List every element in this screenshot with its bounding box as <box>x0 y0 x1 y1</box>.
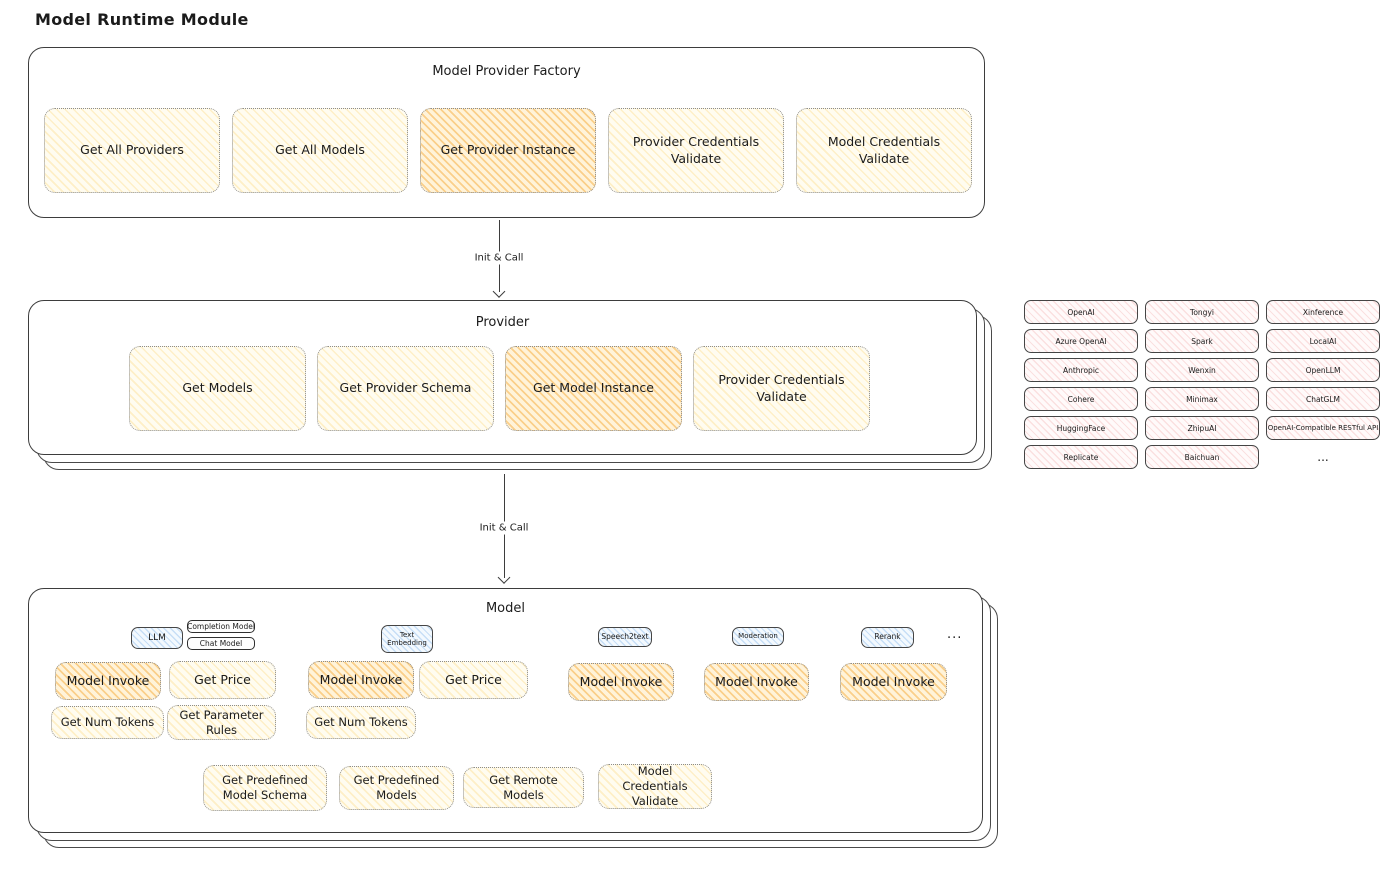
provider-list-more-ellipsis: ... <box>1317 450 1329 464</box>
node-get-price-llm: Get Price <box>169 661 276 699</box>
provider-item-zhipuai: ZhipuAI <box>1145 416 1259 440</box>
factory-to-provider-arrow: Init & Call <box>469 220 529 298</box>
model-provider-factory-box: Model Provider Factory Get All Providers… <box>28 47 985 218</box>
provider-to-model-arrow: Init & Call <box>474 474 534 584</box>
provider-item-openai-compatible: OpenAI-Compatible RESTful API <box>1266 416 1380 440</box>
node-get-all-providers: Get All Providers <box>44 108 220 193</box>
node-get-num-tokens-llm: Get Num Tokens <box>51 706 164 739</box>
provider-item-chatglm: ChatGLM <box>1266 387 1380 411</box>
node-get-parameter-rules: Get Parameter Rules <box>167 705 276 740</box>
provider-item-anthropic: Anthropic <box>1024 358 1138 382</box>
provider-item-replicate: Replicate <box>1024 445 1138 469</box>
provider-list: OpenAI Tongyi Xinference Azure OpenAI Sp… <box>1024 300 1380 469</box>
page-title: Model Runtime Module <box>35 10 249 29</box>
model-title: Model <box>485 601 526 616</box>
provider-item-minimax: Minimax <box>1145 387 1259 411</box>
arrow-down-icon <box>492 285 506 298</box>
node-model-invoke-rerank: Model Invoke <box>840 663 947 701</box>
arrow-down-icon <box>497 571 511 584</box>
provider-item-openllm: OpenLLM <box>1266 358 1380 382</box>
provider-item-wenxin: Wenxin <box>1145 358 1259 382</box>
node-get-all-models: Get All Models <box>232 108 408 193</box>
arrow-label: Init & Call <box>474 521 534 535</box>
tab-chat-model: Chat Model <box>187 637 255 650</box>
provider-item-openai: OpenAI <box>1024 300 1138 324</box>
tab-llm: LLM <box>131 627 183 649</box>
tab-rerank: Rerank <box>861 627 914 648</box>
provider-item-huggingface: HuggingFace <box>1024 416 1138 440</box>
node-get-num-tokens-embedding: Get Num Tokens <box>306 706 416 739</box>
tab-completion-model: Completion Model <box>187 620 255 633</box>
node-provider-credentials-validate-provider: Provider Credentials Validate <box>693 346 870 431</box>
node-model-invoke-speech2text: Model Invoke <box>568 663 674 701</box>
provider-title: Provider <box>475 315 530 330</box>
tab-speech2text: Speech2text <box>598 627 652 647</box>
provider-item-xinference: Xinference <box>1266 300 1380 324</box>
provider-item-localai: LocalAI <box>1266 329 1380 353</box>
factory-title: Model Provider Factory <box>432 64 581 79</box>
node-model-credentials-validate-factory: Model Credentials Validate <box>796 108 972 193</box>
node-model-invoke-llm: Model Invoke <box>55 662 161 700</box>
node-provider-credentials-validate-factory: Provider Credentials Validate <box>608 108 784 193</box>
node-get-models: Get Models <box>129 346 306 431</box>
node-model-invoke-embedding: Model Invoke <box>308 661 414 699</box>
provider-box: Provider Get Models Get Provider Schema … <box>28 300 977 455</box>
provider-item-baichuan: Baichuan <box>1145 445 1259 469</box>
tabs-more-ellipsis: ... <box>947 627 963 642</box>
node-get-predefined-models: Get Predefined Models <box>339 766 454 810</box>
node-get-remote-models: Get Remote Models <box>463 767 584 808</box>
node-get-provider-schema: Get Provider Schema <box>317 346 494 431</box>
model-box: Model LLM Completion Model Chat Model Te… <box>28 588 983 833</box>
arrow-label: Init & Call <box>469 251 529 265</box>
node-get-price-embedding: Get Price <box>419 661 528 699</box>
tab-moderation: Moderation <box>732 627 784 646</box>
node-get-predefined-model-schema: Get Predefined Model Schema <box>203 765 327 811</box>
node-model-credentials-validate-model: Model Credentials Validate <box>598 764 712 809</box>
tab-text-embedding: Text Embedding <box>381 625 433 653</box>
node-get-provider-instance: Get Provider Instance <box>420 108 596 193</box>
provider-item-cohere: Cohere <box>1024 387 1138 411</box>
node-get-model-instance: Get Model Instance <box>505 346 682 431</box>
node-model-invoke-moderation: Model Invoke <box>704 663 809 701</box>
provider-item-tongyi: Tongyi <box>1145 300 1259 324</box>
provider-item-spark: Spark <box>1145 329 1259 353</box>
provider-item-azure-openai: Azure OpenAI <box>1024 329 1138 353</box>
